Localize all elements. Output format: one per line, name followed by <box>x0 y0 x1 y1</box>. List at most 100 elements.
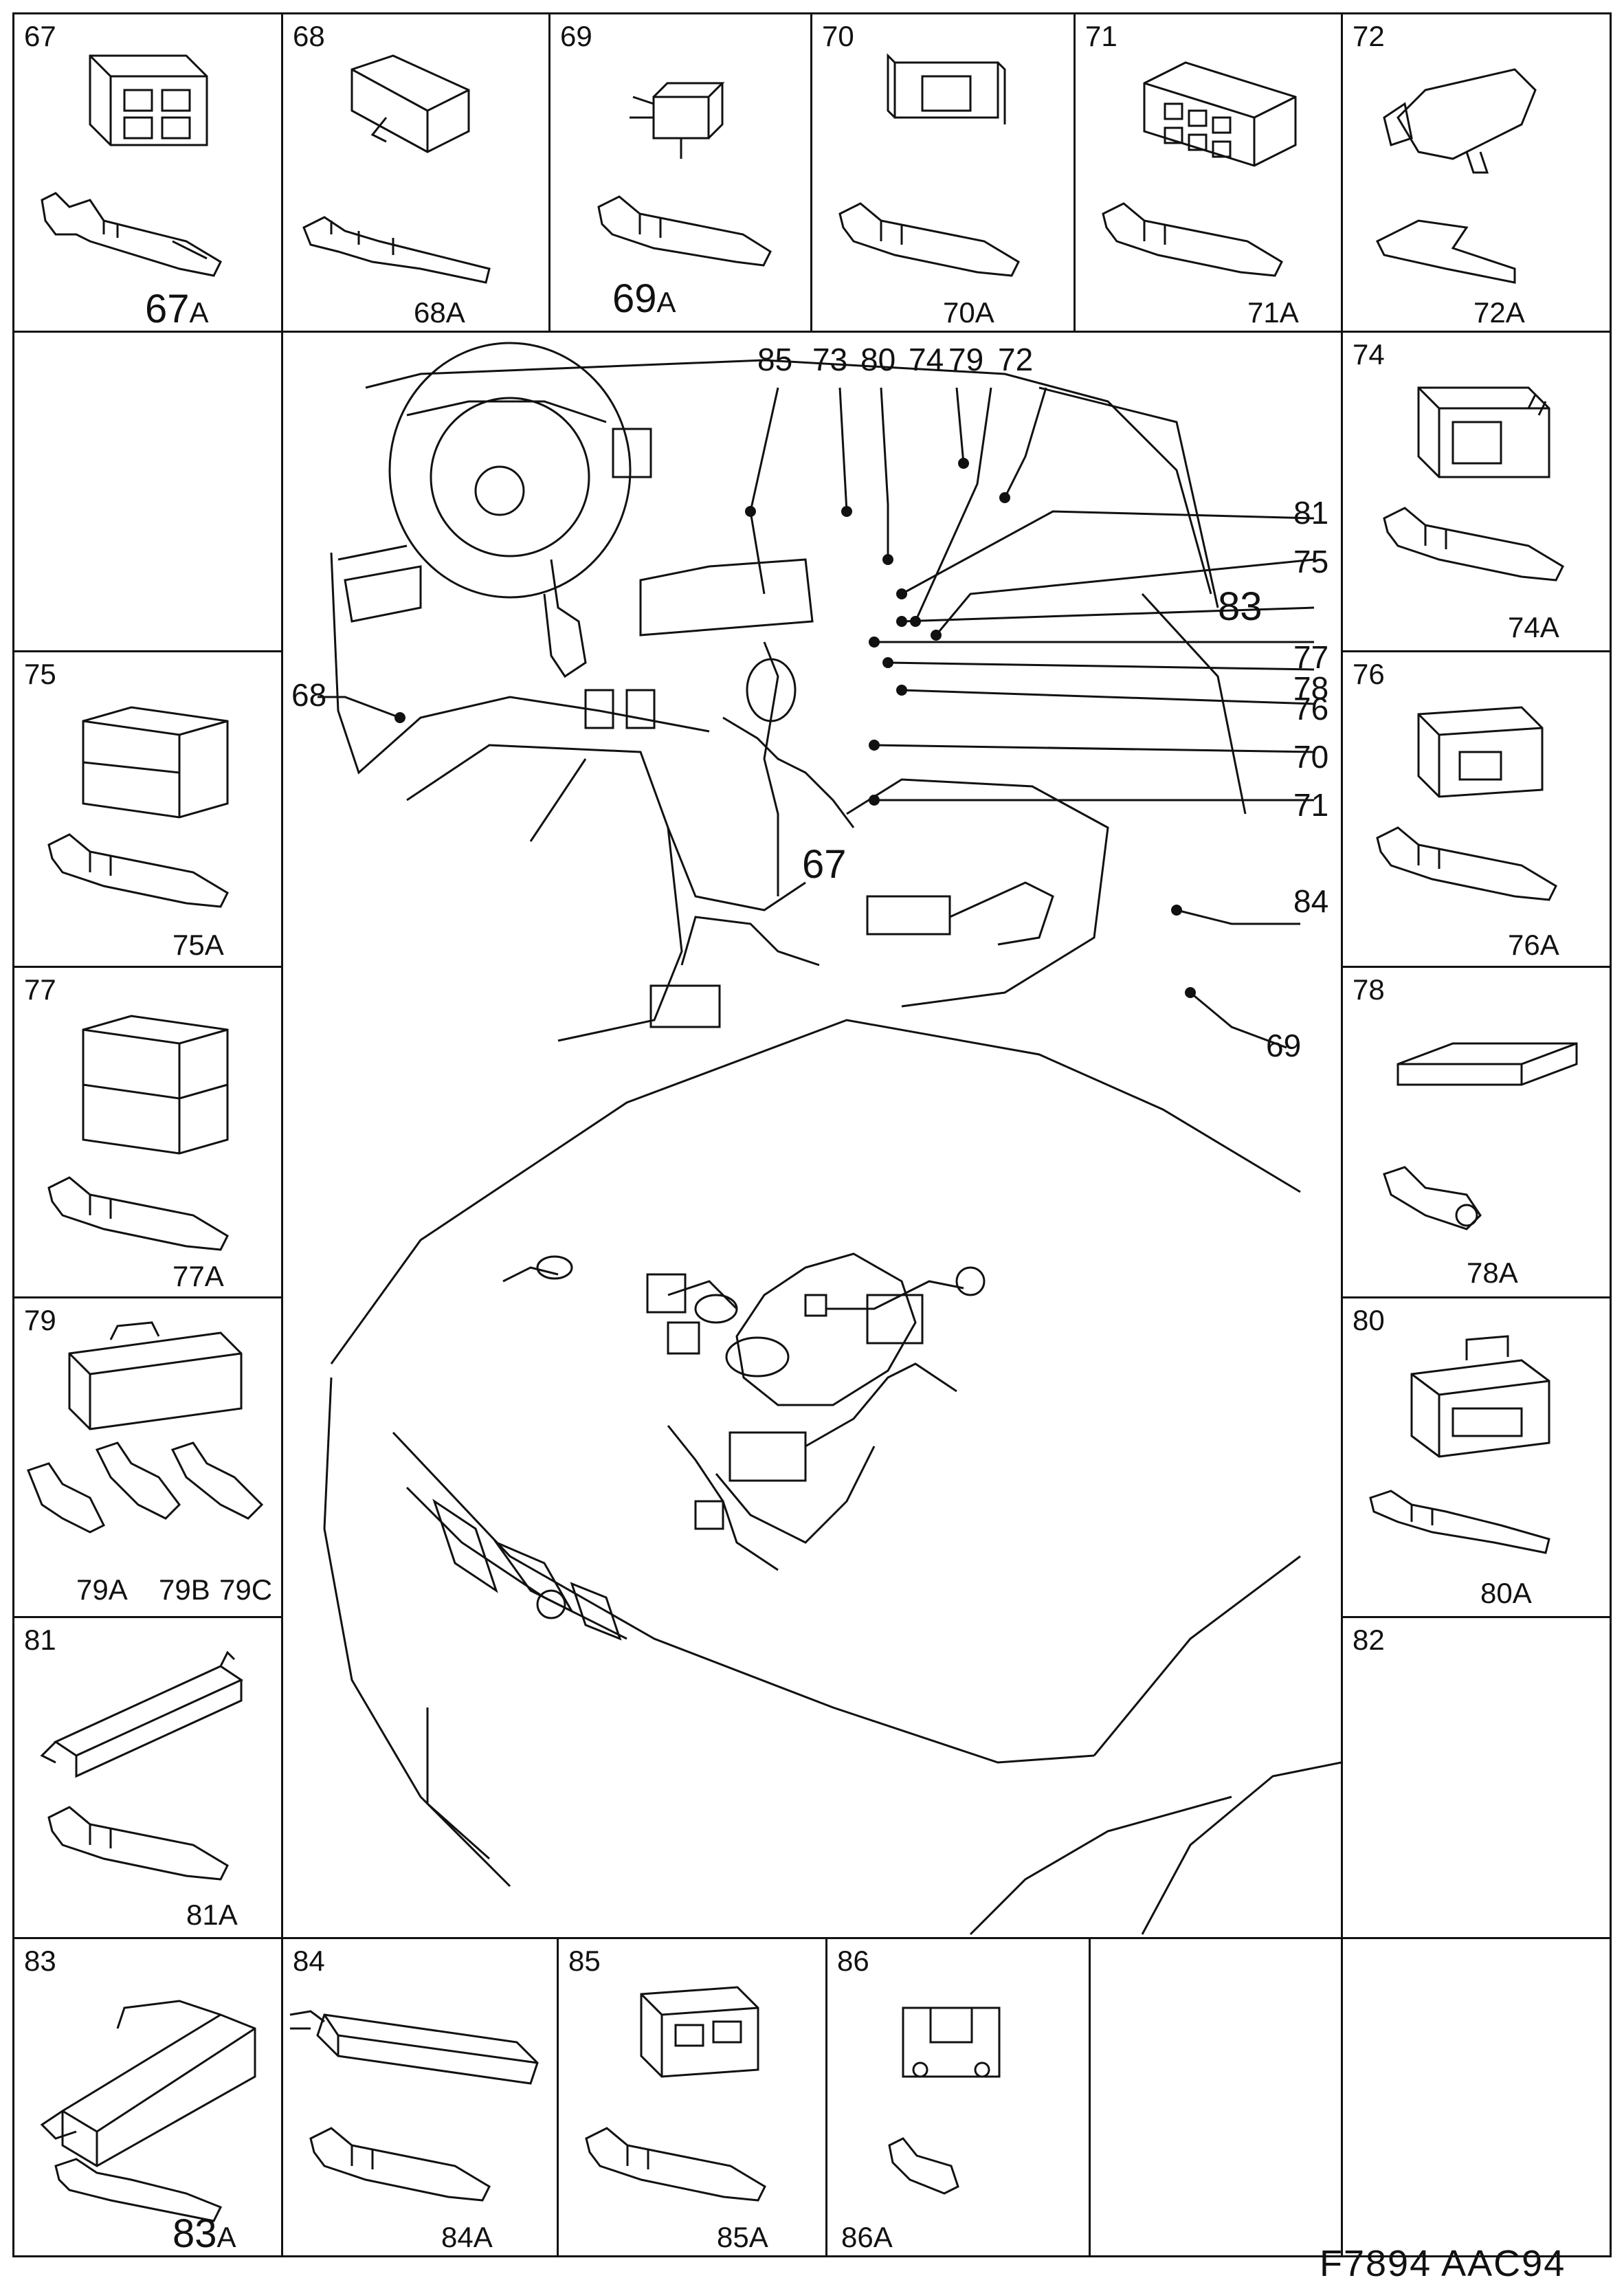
cell-sub-label: 71A <box>1247 296 1299 329</box>
cell-sub-label: 78A <box>1467 1257 1518 1289</box>
terminal-77a-icon <box>47 1176 229 1251</box>
cell-sub-label-79b: 79B <box>159 1573 210 1606</box>
cell-number: 67 <box>24 20 56 52</box>
cell-number: 70 <box>822 20 854 52</box>
callout-80: 80 <box>860 342 896 377</box>
cell-sub-label: 75A <box>173 929 224 961</box>
cell-sub-label: 72A <box>1473 296 1525 329</box>
cell-80: 80 80A <box>1341 1296 1612 1618</box>
cell-72: 72 72A <box>1341 12 1612 333</box>
terminal-79abc-icon <box>27 1441 264 1534</box>
cell-number: 75 <box>24 658 56 690</box>
callout-72: 72 <box>998 342 1034 377</box>
callout-74: 74 <box>909 342 944 377</box>
cell-number: 72 <box>1353 20 1385 52</box>
cell-number: 83 <box>24 1945 56 1977</box>
callout-71: 71 <box>1293 787 1329 823</box>
cell-81: 81 81A <box>12 1616 283 1939</box>
cell-sub-label: 69A <box>612 276 676 321</box>
terminal-84a-icon <box>309 2127 491 2202</box>
cell-number: 76 <box>1353 658 1385 690</box>
cell-85: 85 85A <box>557 1937 827 2257</box>
connector-81-icon <box>40 1650 244 1778</box>
terminal-86a-icon <box>888 2137 959 2195</box>
cell-number: 78 <box>1353 973 1385 1006</box>
cell-empty-bottom-b <box>1341 1937 1612 2257</box>
connector-86-icon <box>902 2006 1001 2078</box>
terminal-78a-icon <box>1383 1166 1482 1230</box>
terminal-74a-icon <box>1383 507 1564 582</box>
callout-75: 75 <box>1293 544 1329 579</box>
cell-sub-label: 77A <box>173 1260 224 1292</box>
connector-71-icon <box>1143 61 1297 167</box>
cell-68: 68 68A <box>281 12 550 333</box>
cell-sub-label: 68A <box>414 296 465 329</box>
cell-number: 77 <box>24 973 56 1006</box>
cell-67: 67 67A <box>12 12 283 333</box>
cell-86: 86 86A <box>825 1937 1091 2257</box>
cell-number: 84 <box>293 1945 325 1977</box>
callout-85: 85 <box>757 342 793 377</box>
callout-78: 78 <box>1293 670 1329 706</box>
callout-69: 69 <box>1266 1028 1302 1063</box>
cell-77: 77 77A <box>12 966 283 1298</box>
cell-number: 79 <box>24 1304 56 1336</box>
callout-84: 84 <box>1293 883 1329 919</box>
figure-reference: F7894 AAC94 <box>1320 2243 1566 2284</box>
cell-75: 75 75A <box>12 650 283 968</box>
cell-82: 82 <box>1341 1616 1612 1939</box>
connector-76-icon <box>1417 706 1544 798</box>
cell-sub-label: 84A <box>441 2221 493 2253</box>
terminal-70a-icon <box>838 202 1020 277</box>
cell-sub-label: 83A <box>173 2211 236 2256</box>
connector-75-icon <box>82 706 229 819</box>
cell-78: 78 78A <box>1341 966 1612 1298</box>
connector-85-icon <box>640 1986 759 2078</box>
callout-73: 73 <box>812 342 848 377</box>
terminal-83a-icon <box>54 2158 223 2222</box>
cell-empty-bottom-a <box>1089 1937 1343 2257</box>
cell-sub-label: 81A <box>186 1899 238 1931</box>
callout-67: 67 <box>802 842 847 887</box>
callout-77: 77 <box>1293 639 1329 675</box>
connector-68-icon <box>351 54 470 153</box>
connector-83-icon <box>40 2000 256 2167</box>
connector-70-icon <box>887 53 1006 124</box>
cell-number: 82 <box>1353 1624 1385 1656</box>
callout-83: 83 <box>1218 584 1263 629</box>
connector-74-icon <box>1417 386 1550 478</box>
cell-sub-label-79a: 79A <box>76 1573 128 1606</box>
cell-number: 74 <box>1353 338 1385 371</box>
cell-sub-label: 86A <box>841 2221 893 2253</box>
cell-sub-label: 74A <box>1508 611 1559 643</box>
connector-77-icon <box>82 1015 229 1155</box>
cell-number: 71 <box>1085 20 1117 52</box>
connector-69-icon <box>630 82 725 159</box>
connector-80-icon <box>1410 1335 1550 1458</box>
terminal-81a-icon <box>47 1806 229 1881</box>
terminal-72a-icon <box>1375 219 1516 284</box>
cell-74: 74 74A <box>1341 331 1612 652</box>
cell-number: 81 <box>24 1624 56 1656</box>
steering-wheel <box>388 342 632 599</box>
cell-70: 70 70A <box>810 12 1076 333</box>
cell-sub-label: 76A <box>1508 929 1559 961</box>
cell-number: 80 <box>1353 1304 1385 1336</box>
cell-number: 68 <box>293 20 325 52</box>
cell-sub-label: 85A <box>717 2221 768 2253</box>
cell-number: 85 <box>568 1945 601 1977</box>
callout-79: 79 <box>948 342 984 377</box>
cell-84: 84 84A <box>281 1937 559 2257</box>
cell-sub-label: 67A <box>145 287 209 331</box>
cell-number: 86 <box>837 1945 869 1977</box>
terminal-68a-icon <box>302 216 491 284</box>
terminal-71a-icon <box>1102 202 1283 277</box>
cell-69: 69 69A <box>548 12 812 333</box>
terminal-67a-icon <box>41 192 222 277</box>
connector-72-icon <box>1383 68 1537 174</box>
cell-sub-label: 70A <box>943 296 994 329</box>
callout-76: 76 <box>1293 691 1329 727</box>
callout-81: 81 <box>1293 495 1329 531</box>
connector-67-icon <box>89 54 208 146</box>
vehicle-wiring-drawing <box>318 342 1342 1936</box>
